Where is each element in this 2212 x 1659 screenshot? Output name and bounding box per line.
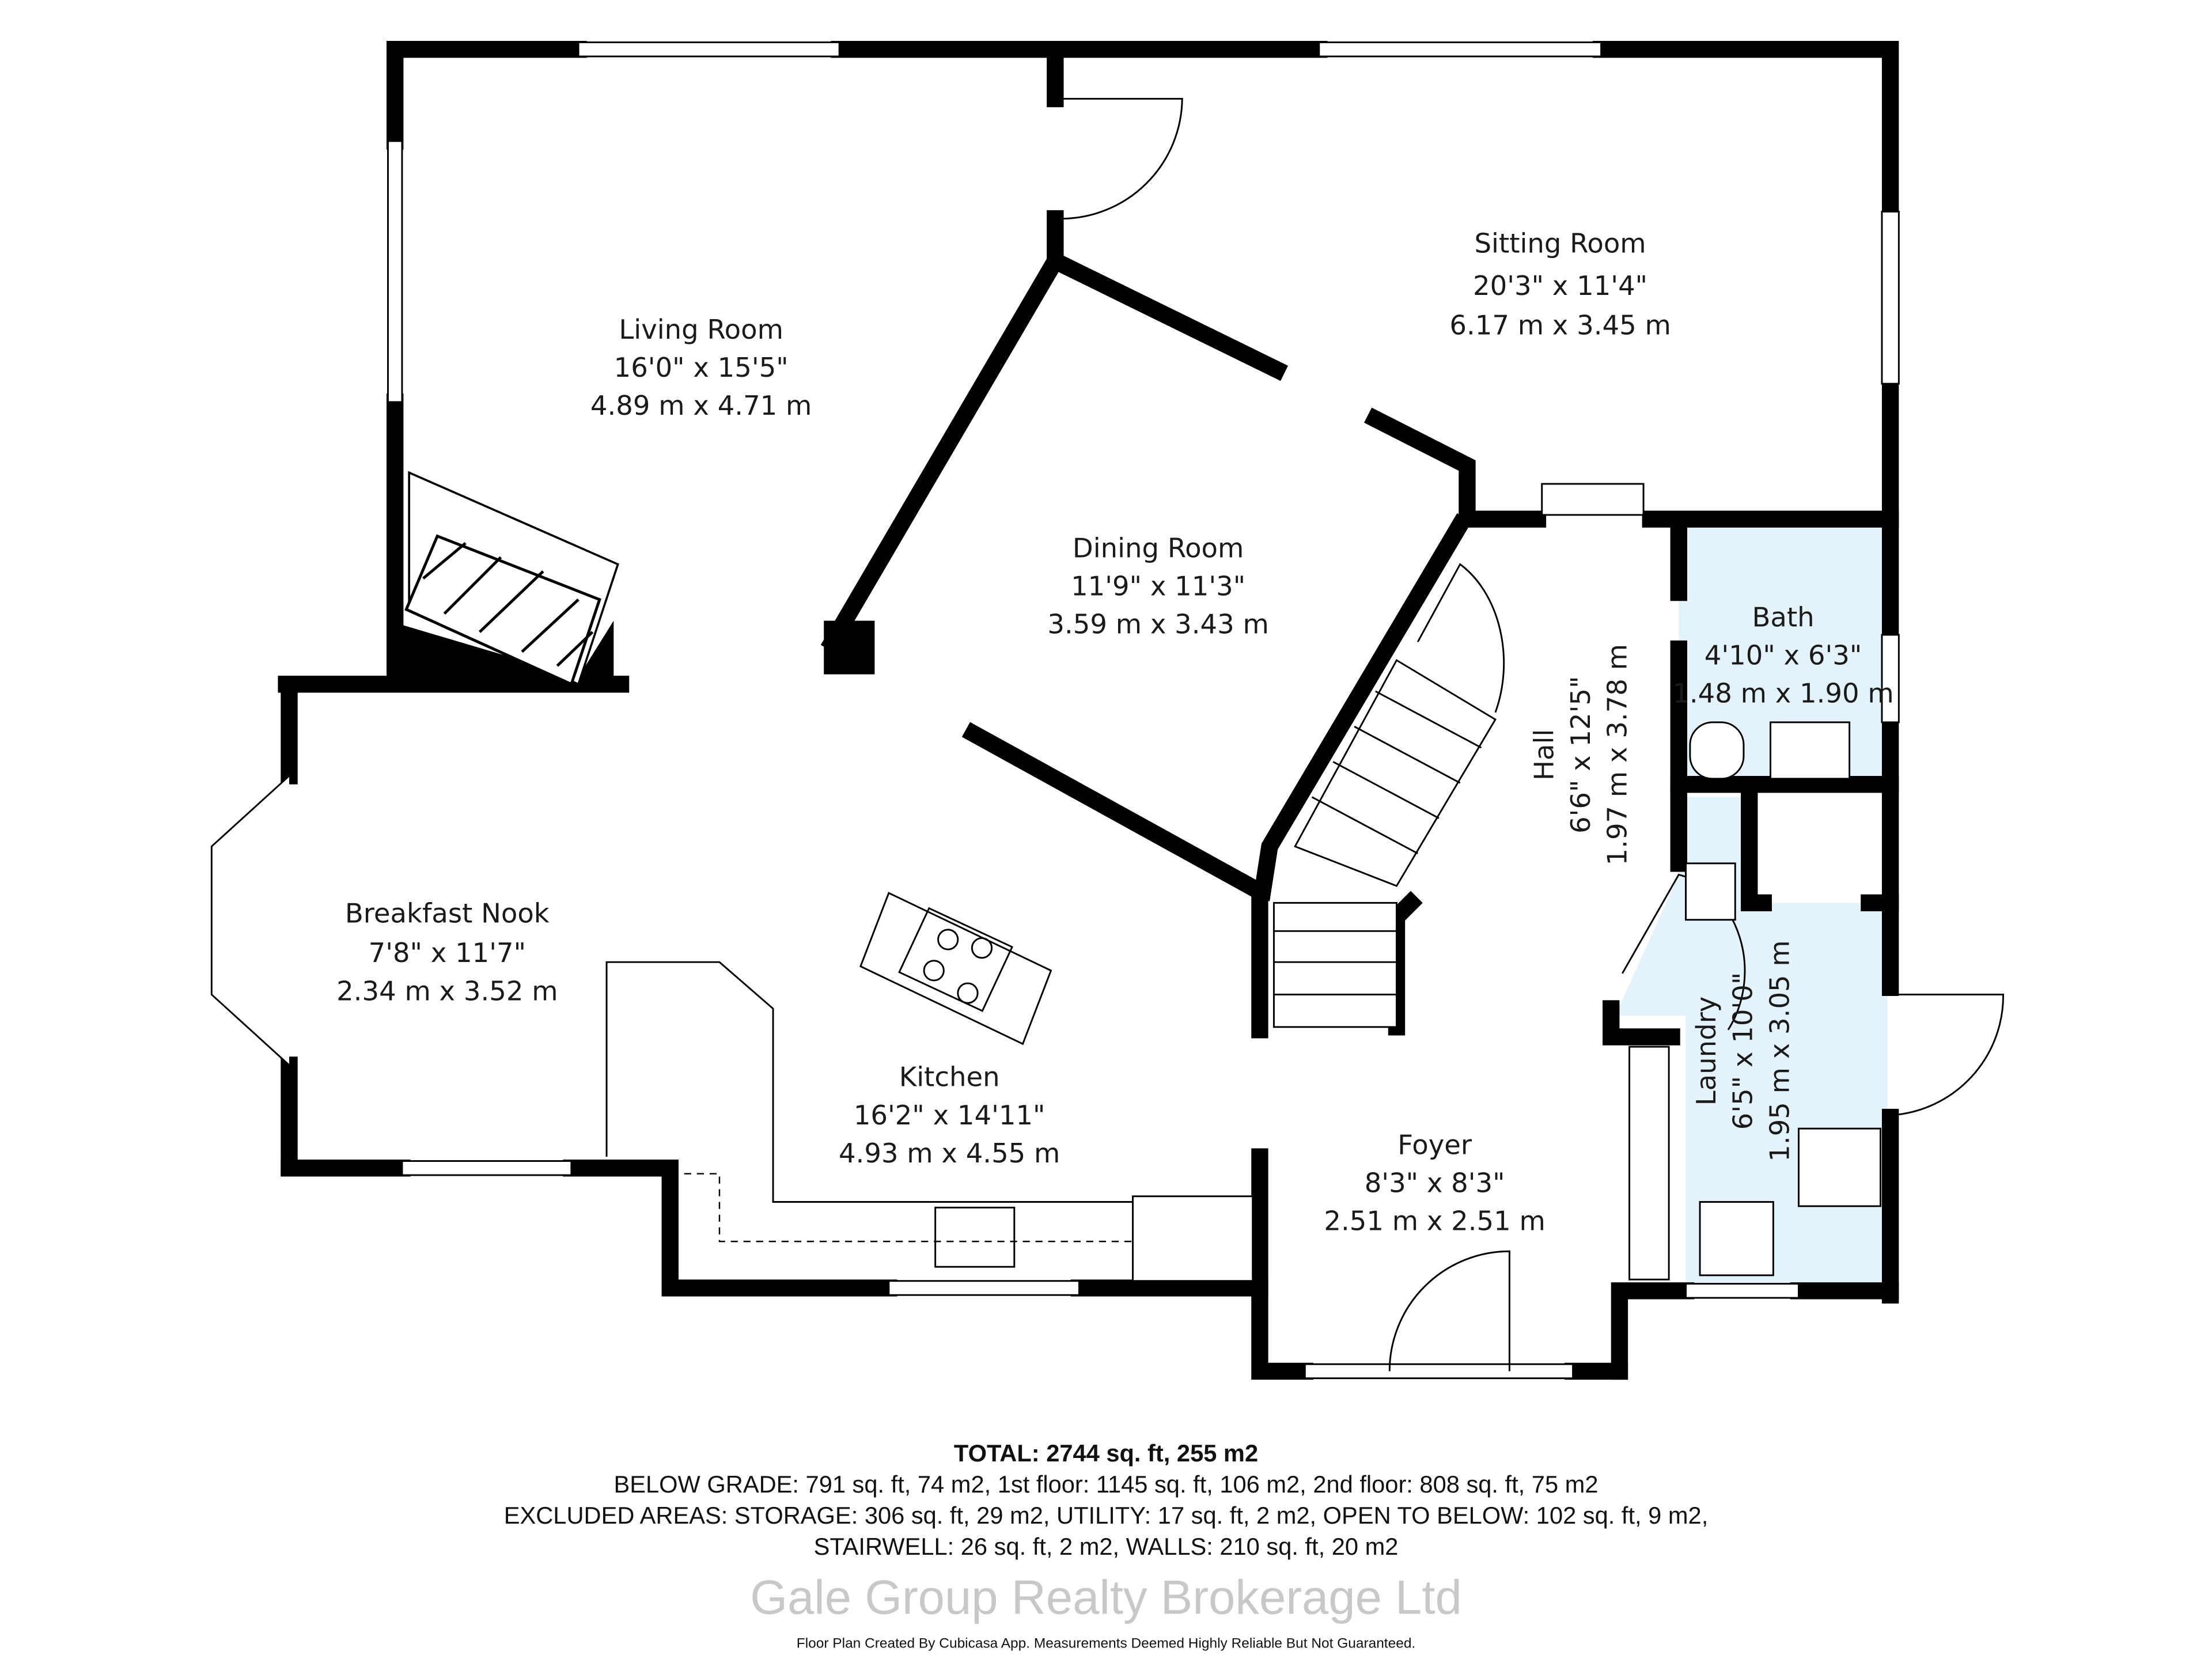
room-size-ft: 11'9" x 11'3"	[1071, 570, 1245, 601]
room-size-m: 4.93 m x 4.55 m	[839, 1138, 1060, 1169]
room-sitting: Sitting Room 20'3" x 11'4" 6.17 m x 3.45…	[1449, 228, 1671, 340]
room-dining: Dining Room 11'9" x 11'3" 3.59 m x 3.43 …	[1047, 532, 1268, 639]
room-size-m: 1.97 m x 3.78 m	[1602, 644, 1633, 865]
room-size-m: 6.17 m x 3.45 m	[1449, 309, 1671, 340]
room-name: Sitting Room	[1475, 228, 1646, 259]
room-size-m: 2.34 m x 3.52 m	[336, 975, 558, 1006]
room-size-ft: 20'3" x 11'4"	[1473, 270, 1647, 301]
room-breakfast: Breakfast Nook 7'8" x 11'7" 2.34 m x 3.5…	[336, 898, 558, 1007]
room-name: Hall	[1528, 729, 1559, 781]
watermark: Gale Group Realty Brokerage Ltd	[750, 1571, 1462, 1624]
room-name: Dining Room	[1073, 532, 1244, 563]
room-foyer: Foyer 8'3" x 8'3" 2.51 m x 2.51 m	[1324, 1129, 1545, 1236]
room-name: Foyer	[1397, 1129, 1472, 1160]
room-size-m: 3.59 m x 3.43 m	[1047, 609, 1268, 640]
stairs	[1272, 659, 1497, 1028]
windows	[210, 41, 1900, 1380]
room-hall: Hall 6'6" x 12'5" 1.97 m x 3.78 m	[1528, 644, 1633, 865]
area-breakdown: BELOW GRADE: 791 sq. ft, 74 m2, 1st floo…	[613, 1471, 1598, 1498]
fireplace	[404, 471, 619, 687]
walls	[278, 41, 1899, 1380]
area-summary: TOTAL: 2744 sq. ft, 255 m2 BELOW GRADE: …	[504, 1440, 1709, 1651]
excluded-areas: EXCLUDED AREAS: STORAGE: 306 sq. ft, 29 …	[504, 1502, 1709, 1529]
room-size-ft: 16'2" x 14'11"	[854, 1100, 1046, 1131]
disclaimer: Floor Plan Created By Cubicasa App. Meas…	[797, 1635, 1415, 1651]
kitchen-fixtures	[605, 892, 1254, 1282]
room-living: Living Room 16'0" x 15'5" 4.89 m x 4.71 …	[590, 314, 812, 421]
room-kitchen: Kitchen 16'2" x 14'11" 4.93 m x 4.55 m	[839, 1062, 1060, 1169]
room-size-ft: 6'5" x 10'0"	[1728, 972, 1759, 1130]
total-area: TOTAL: 2744 sq. ft, 255 m2	[954, 1440, 1258, 1467]
room-size-ft: 16'0" x 15'5"	[614, 352, 789, 383]
room-laundry: Laundry 6'5" x 10'0" 1.95 m x 3.05 m	[1691, 940, 1795, 1161]
room-name: Breakfast Nook	[345, 898, 550, 929]
room-size-m: 1.95 m x 3.05 m	[1764, 940, 1795, 1161]
room-size-ft: 4'10" x 6'3"	[1705, 639, 1862, 671]
room-size-m: 4.89 m x 4.71 m	[590, 390, 812, 421]
room-size-m: 1.48 m x 1.90 m	[1672, 678, 1893, 709]
room-size-m: 2.51 m x 2.51 m	[1324, 1206, 1545, 1237]
room-name: Bath	[1752, 601, 1814, 632]
bath-fixtures	[1628, 721, 1881, 1281]
room-name: Laundry	[1691, 997, 1722, 1106]
room-size-ft: 7'8" x 11'7"	[369, 937, 526, 968]
room-name: Living Room	[619, 314, 783, 345]
excluded-areas-cont: STAIRWELL: 26 sq. ft, 2 m2, WALLS: 210 s…	[814, 1533, 1399, 1560]
room-size-ft: 8'3" x 8'3"	[1365, 1167, 1505, 1198]
room-size-ft: 6'6" x 12'5"	[1565, 676, 1596, 833]
room-name: Kitchen	[899, 1062, 1000, 1093]
room-bath: Bath 4'10" x 6'3" 1.48 m x 1.90 m	[1672, 601, 1893, 709]
